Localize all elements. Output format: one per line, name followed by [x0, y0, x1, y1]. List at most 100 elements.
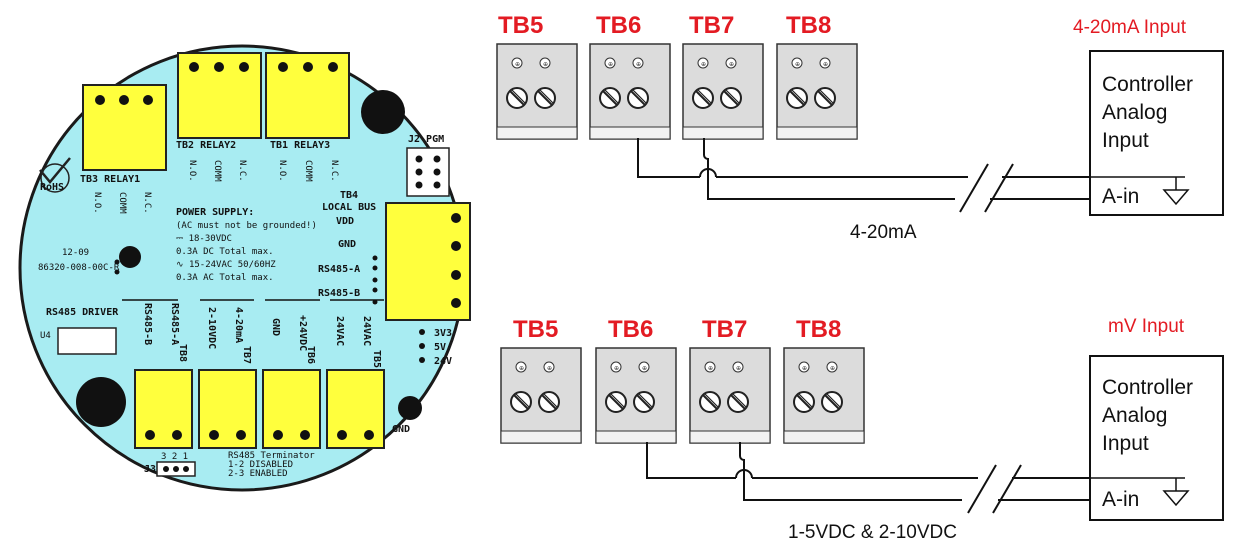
terminator-line: RS485 Terminator	[228, 451, 315, 461]
terminal-block-tb7	[690, 348, 770, 443]
terminal-label: TB7	[689, 12, 734, 39]
pin-label: N.C.	[329, 160, 339, 182]
power-line: ∿ 15-24VAC 50/60HZ	[176, 260, 276, 270]
chip	[119, 246, 141, 268]
bus-pin-label: RS485-B	[318, 288, 360, 299]
mounting-hole	[361, 90, 405, 134]
j2-header	[406, 147, 450, 197]
pin-label: COMM	[117, 192, 127, 214]
tb8-terminal	[134, 369, 193, 449]
relay3-terminal	[265, 52, 350, 139]
wires-mv	[646, 442, 1090, 514]
tb7-pin: 4-20mA	[233, 307, 244, 343]
wiring-4-20ma: TB5 TB6 TB7 TB8 4-20mA Input Controller …	[497, 12, 1224, 243]
signal-label: 4-20mA	[850, 222, 917, 243]
controller-line: Analog	[1102, 404, 1167, 427]
terminal-label: TB6	[596, 12, 641, 39]
relay1-pins: N.O. COMM N.C.	[92, 192, 152, 214]
controller-box: Controller Analog Input A-in	[1089, 355, 1224, 521]
controller-line: Analog	[1102, 101, 1167, 124]
input-title: mV Input	[1108, 316, 1185, 337]
pin-label: N.O.	[277, 160, 287, 182]
controller-line: Input	[1102, 129, 1149, 152]
relay2-pins: N.O. COMM N.C.	[187, 160, 247, 182]
tb8-pin: RS485-B	[142, 303, 153, 345]
terminator-line: 1-2 DISABLED	[228, 460, 293, 470]
pin-label: N.C.	[237, 160, 247, 182]
j3-label: J3	[144, 464, 156, 475]
local-bus-label: LOCAL BUS	[322, 202, 376, 213]
date-code: 12-09	[62, 248, 89, 258]
controller-line: Controller	[1102, 376, 1193, 399]
ground-icon	[1162, 478, 1190, 507]
pin-label: N.C.	[142, 192, 152, 214]
tb7-terminal	[198, 369, 257, 449]
u4-label: U4	[40, 331, 51, 341]
j2-label: J2 PGM	[408, 134, 444, 145]
u4-chip	[57, 327, 117, 355]
terminal-label: TB8	[786, 12, 831, 39]
terminal-label: TB5	[513, 316, 558, 343]
terminal-block-tb6	[590, 44, 670, 139]
controller-line: Controller	[1102, 73, 1193, 96]
part-number: 86320-008-00C-R	[38, 263, 120, 273]
tb5-terminal	[326, 369, 385, 449]
tb4-label: TB4	[340, 190, 358, 201]
rohs-logo: RoHS	[39, 157, 71, 193]
controller-line: Input	[1102, 432, 1149, 455]
tb5-pin: 24VAC	[361, 316, 372, 346]
relay1-terminal	[82, 84, 167, 171]
terminal-label: TB6	[608, 316, 653, 343]
tb6-pin: GND	[270, 318, 281, 336]
power-line: (AC must not be grounded!)	[176, 221, 317, 231]
tb7-label: TB7	[241, 346, 252, 364]
bus-pin-label: RS485-A	[318, 264, 360, 275]
terminator-line: 2-3 ENABLED	[228, 469, 288, 479]
power-supply-text: POWER SUPPLY: (AC must not be grounded!)…	[176, 207, 317, 283]
volt-label: 5V	[434, 342, 446, 353]
ground-icon	[1162, 177, 1190, 206]
ain-label: A-in	[1102, 185, 1139, 208]
rohs-text: RoHS	[40, 182, 64, 193]
ain-label: A-in	[1102, 488, 1139, 511]
input-title: 4-20mA Input	[1073, 17, 1187, 38]
volt-label: 24V	[434, 356, 452, 367]
relay3-pins: N.O. COMM N.C.	[277, 160, 339, 182]
terminal-block-tb5	[497, 44, 577, 139]
volt-label: 3V3	[434, 328, 452, 339]
tb6-terminal	[262, 369, 321, 449]
signal-label: 1-5VDC & 2-10VDC	[788, 522, 957, 543]
pin-label: COMM	[303, 160, 313, 182]
j3-pin-numbers: 3 2 1	[161, 452, 188, 462]
gnd-label: GND	[392, 424, 410, 435]
wires-4-20ma	[637, 138, 1090, 213]
pcb-board: RoHS TB3 RELAY1 TB2 RELAY2 TB1 RELAY3 N.…	[18, 44, 471, 492]
rs485-driver-label: RS485 DRIVER	[46, 307, 119, 318]
power-line: POWER SUPPLY:	[176, 207, 254, 218]
mounting-hole-small	[398, 396, 422, 420]
tb5-pin: 24VAC	[334, 316, 345, 346]
j3-header	[156, 461, 196, 477]
terminal-block-tb7	[683, 44, 763, 139]
terminal-block-tb8	[784, 348, 864, 443]
tb6-label: TB6	[305, 346, 316, 364]
pin-label: N.O.	[187, 160, 197, 182]
terminal-block-tb8	[777, 44, 857, 139]
tb4-terminal	[385, 202, 471, 321]
power-line: ⎓ 18-30VDC	[176, 234, 232, 244]
terminal-block-tb6	[596, 348, 676, 443]
tb8-label: TB8	[177, 344, 188, 362]
tb7-pin: 2-10VDC	[206, 307, 217, 349]
mounting-hole	[76, 377, 126, 427]
tb6-pin: +24VDC	[297, 315, 308, 351]
relay1-label: TB3 RELAY1	[80, 174, 140, 185]
tb8-pin: RS485-A	[169, 303, 180, 345]
bus-pin-label: VDD	[336, 216, 354, 227]
terminal-label: TB5	[498, 12, 543, 39]
relay2-label: TB2 RELAY2	[176, 140, 236, 151]
power-line: 0.3A AC Total max.	[176, 273, 274, 283]
bus-pin-label: GND	[338, 239, 356, 250]
relay3-label: TB1 RELAY3	[270, 140, 330, 151]
terminal-block-tb5	[501, 348, 581, 443]
